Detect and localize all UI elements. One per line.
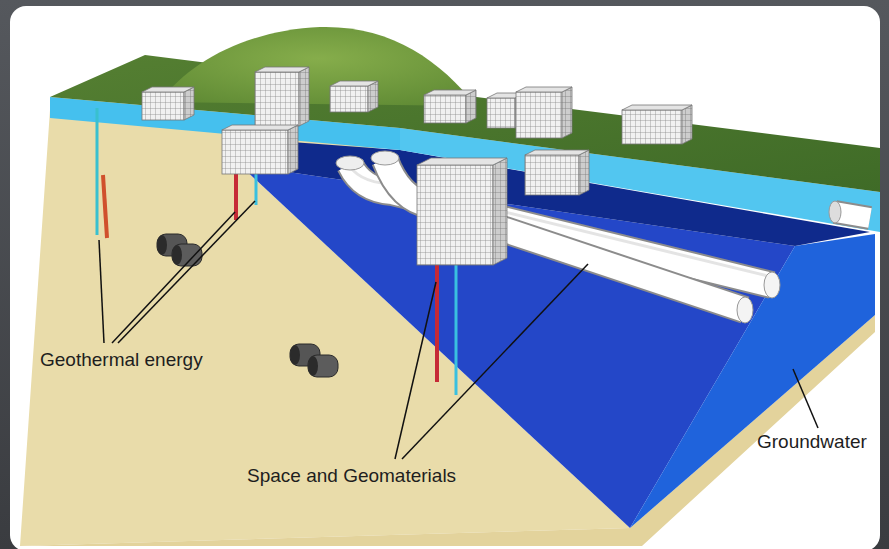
label-holder: Geothermal energy xyxy=(40,349,203,372)
geothermal-label: Geothermal energy xyxy=(40,349,203,372)
label-holder: Groundwater xyxy=(757,431,867,454)
groundwater-label: Groundwater xyxy=(757,431,867,454)
label-holder: Space and Geomaterials xyxy=(247,465,456,488)
space-label: Space and Geomaterials xyxy=(247,465,456,488)
